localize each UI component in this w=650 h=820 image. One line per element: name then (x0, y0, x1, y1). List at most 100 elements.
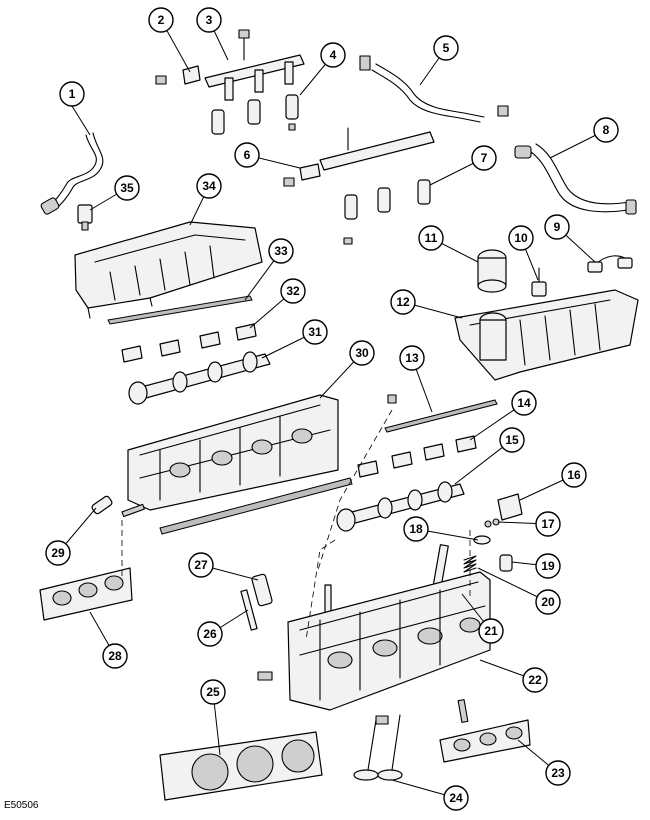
callout-29: 29 (45, 540, 71, 566)
part-18-retainer (473, 535, 491, 545)
callout-14: 14 (511, 390, 537, 416)
callout-25: 25 (200, 679, 226, 705)
part-14-camshaft-caps (357, 435, 477, 478)
callout-23: 23 (545, 760, 571, 786)
callout-35-label: 35 (120, 181, 134, 195)
callout-13-label: 13 (405, 351, 419, 365)
callout-28-label: 28 (108, 649, 122, 663)
callout-22: 22 (522, 667, 548, 693)
part-15-camshaft (336, 481, 465, 532)
callout-23-label: 23 (551, 766, 565, 780)
part-8-hose (514, 143, 637, 215)
part-11-oil-filler-cap (477, 249, 507, 293)
callout-5-label: 5 (443, 41, 450, 55)
callout-15: 15 (499, 427, 525, 453)
part-4-fuel-injectors (211, 94, 299, 135)
callout-34-label: 34 (202, 179, 216, 193)
part-32-camshaft-caps (121, 323, 257, 363)
part-9-sensor-harness (587, 255, 633, 273)
part-17-collets (484, 518, 500, 528)
callout-12: 12 (390, 289, 416, 315)
callout-21: 21 (478, 618, 504, 644)
callout-26: 26 (197, 621, 223, 647)
callout-32-label: 32 (286, 284, 300, 298)
callout-18: 18 (403, 516, 429, 542)
part-25-cylinder-head-gasket (159, 731, 323, 801)
part-28-exhaust-manifold-gasket (39, 567, 133, 621)
part-23-exhaust-manifold-gasket (439, 719, 531, 763)
callout-18-label: 18 (409, 522, 423, 536)
callout-13: 13 (399, 345, 425, 371)
callout-9: 9 (544, 214, 570, 240)
callout-20: 20 (535, 589, 561, 615)
part-13-valve-cover-gasket (384, 394, 498, 433)
part-19-spring (499, 554, 513, 572)
callout-32: 32 (280, 278, 306, 304)
callout-34: 34 (196, 173, 222, 199)
part-6-fuel-rail-bracket (283, 163, 321, 187)
callout-3: 3 (196, 7, 222, 33)
part-31-camshaft (128, 351, 271, 405)
callout-7-label: 7 (481, 151, 488, 165)
part-27-sensor (251, 573, 273, 607)
callout-8-label: 8 (603, 123, 610, 137)
part-29-dowel (91, 495, 145, 518)
callout-24-label: 24 (449, 791, 463, 805)
callout-15-label: 15 (505, 433, 519, 447)
part-bolt-small (257, 671, 389, 725)
callout-3-label: 3 (206, 13, 213, 27)
callout-19-label: 19 (541, 559, 555, 573)
callout-8: 8 (593, 117, 619, 143)
callout-16: 16 (561, 462, 587, 488)
callout-35: 35 (114, 175, 140, 201)
callout-19: 19 (535, 553, 561, 579)
callout-16-label: 16 (567, 468, 581, 482)
callout-1-label: 1 (69, 87, 76, 101)
callout-24: 24 (443, 785, 469, 811)
callout-33-label: 33 (274, 244, 288, 258)
callout-11-label: 11 (425, 231, 438, 245)
alignment-lines (121, 409, 471, 641)
callout-2-label: 2 (158, 13, 165, 27)
callout-10: 10 (508, 225, 534, 251)
callout-6: 6 (234, 142, 260, 168)
callout-33: 33 (268, 238, 294, 264)
part-10-sensor (531, 267, 547, 297)
callout-1: 1 (59, 81, 85, 107)
callout-20-label: 20 (541, 595, 555, 609)
callout-27: 27 (188, 552, 214, 578)
part-30-cylinder-head-left (127, 394, 339, 511)
part-30-head-gasket-strip (159, 477, 353, 535)
part-1-breather-hose (40, 132, 104, 215)
part-22-cylinder-head-right (287, 571, 491, 711)
callout-31: 31 (302, 319, 328, 345)
callout-17: 17 (535, 511, 561, 537)
callout-26-label: 26 (203, 627, 217, 641)
part-2-bracket (155, 65, 201, 85)
callout-27-label: 27 (194, 558, 208, 572)
part-12-valve-cover-right (454, 289, 639, 381)
callout-14-label: 14 (517, 396, 531, 410)
callout-29-label: 29 (51, 546, 65, 560)
figure-id-label: E50506 (4, 800, 39, 811)
callout-2: 2 (148, 7, 174, 33)
part-33-valve-cover-gasket (107, 295, 253, 325)
callout-10-label: 10 (514, 231, 528, 245)
callout-25-label: 25 (206, 685, 220, 699)
part-35-sensor (77, 204, 93, 231)
callout-9-label: 9 (554, 220, 561, 234)
part-7-fuel-injectors (319, 127, 435, 245)
callout-21-label: 21 (484, 624, 498, 638)
part-34-valve-cover-left (74, 221, 263, 319)
callout-28: 28 (102, 643, 128, 669)
callout-4-label: 4 (330, 48, 337, 62)
part-26-stud (240, 589, 258, 631)
callout-30: 30 (349, 340, 375, 366)
callout-22-label: 22 (528, 673, 542, 687)
callout-5: 5 (433, 35, 459, 61)
callout-4: 4 (320, 42, 346, 68)
callout-6-label: 6 (244, 148, 251, 162)
part-16-tappet (497, 493, 523, 521)
part-3-fuel-rail (204, 29, 305, 101)
callout-31-label: 31 (308, 325, 322, 339)
